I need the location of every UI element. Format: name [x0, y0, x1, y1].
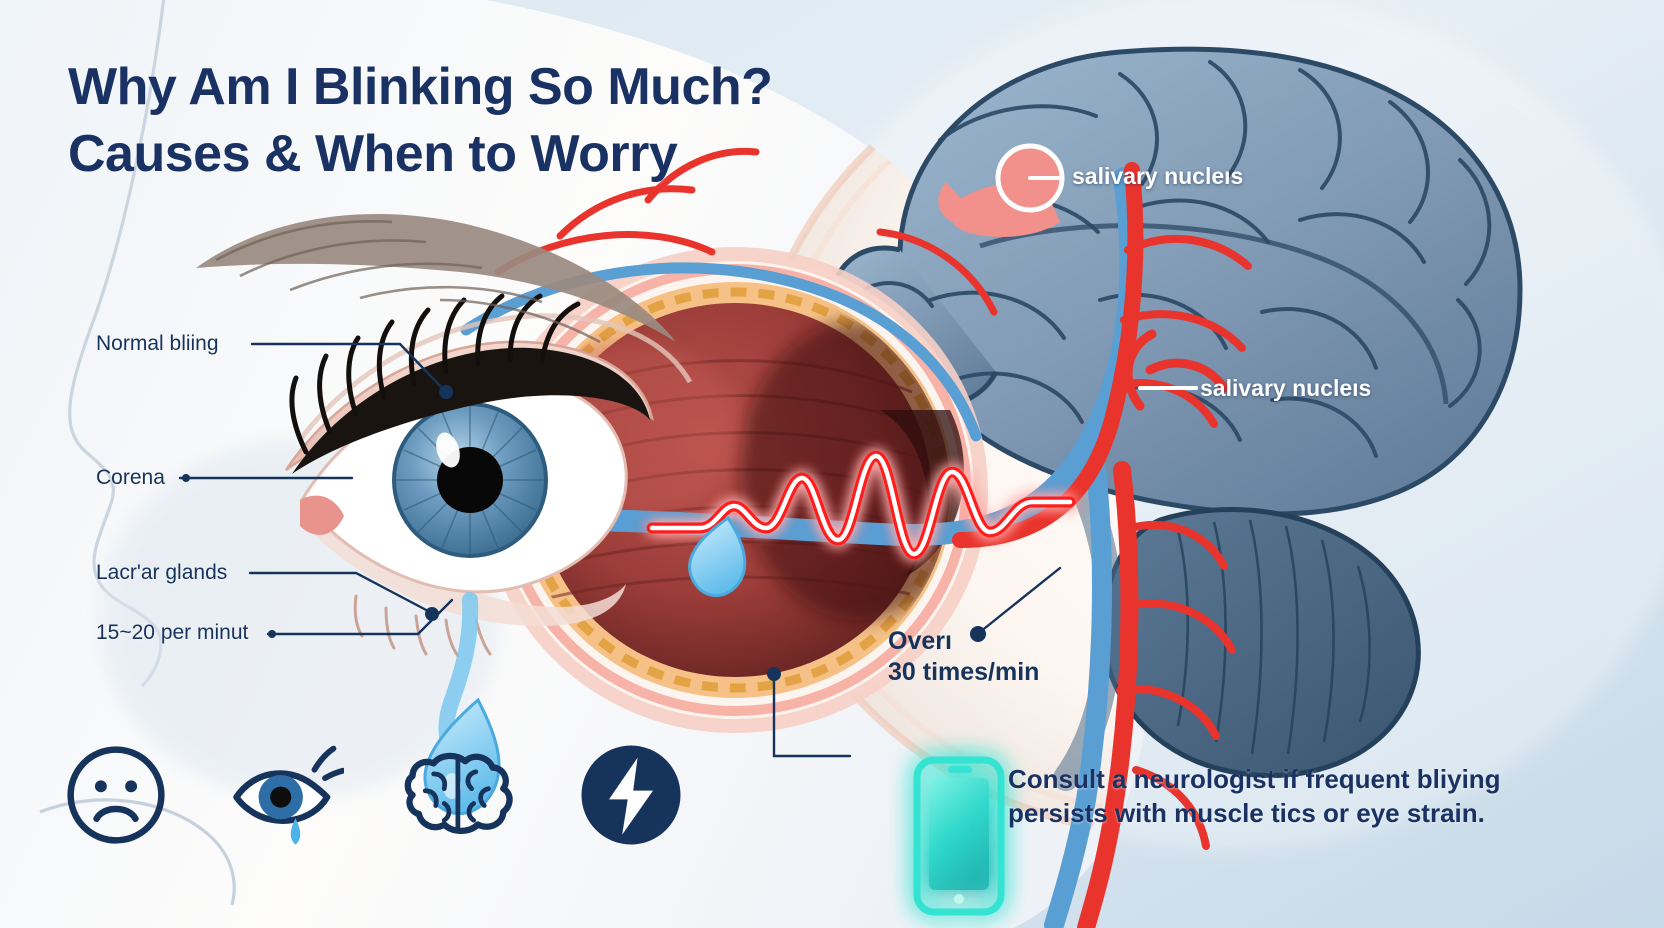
sad-face-icon — [67, 746, 165, 844]
brain-leader-lines — [1028, 176, 1198, 390]
symptom-icon-row — [62, 740, 686, 850]
glowing-smartphone[interactable] — [913, 756, 1005, 916]
leader-lines — [178, 342, 1062, 758]
label-salivary-nuclei-upper: salivary nucleıs — [1072, 163, 1244, 189]
callout-excessive-blink-rate: Overı 30 times/min — [888, 627, 1040, 687]
label-blink-rate: 15~20 per minut — [96, 621, 249, 644]
label-lacrimal-glands: Lacr'ar glands — [96, 561, 228, 584]
lightning-bolt-icon — [581, 745, 681, 845]
advisory-note: Consult a neurologist if frequent bliyin… — [1008, 764, 1501, 829]
nerve-signal-waveform — [646, 450, 1076, 560]
label-salivary-nuclei-lower: salivary nucleıs — [1200, 375, 1372, 401]
label-cornea: Corena — [96, 466, 165, 489]
external-eye — [196, 213, 693, 658]
teary-eye-icon — [233, 745, 344, 845]
label-normal-blinking: Normal bliing — [96, 332, 219, 355]
page-title: Why Am I Blinking So Much? Causes & When… — [68, 58, 773, 183]
brain-icon — [404, 752, 513, 835]
